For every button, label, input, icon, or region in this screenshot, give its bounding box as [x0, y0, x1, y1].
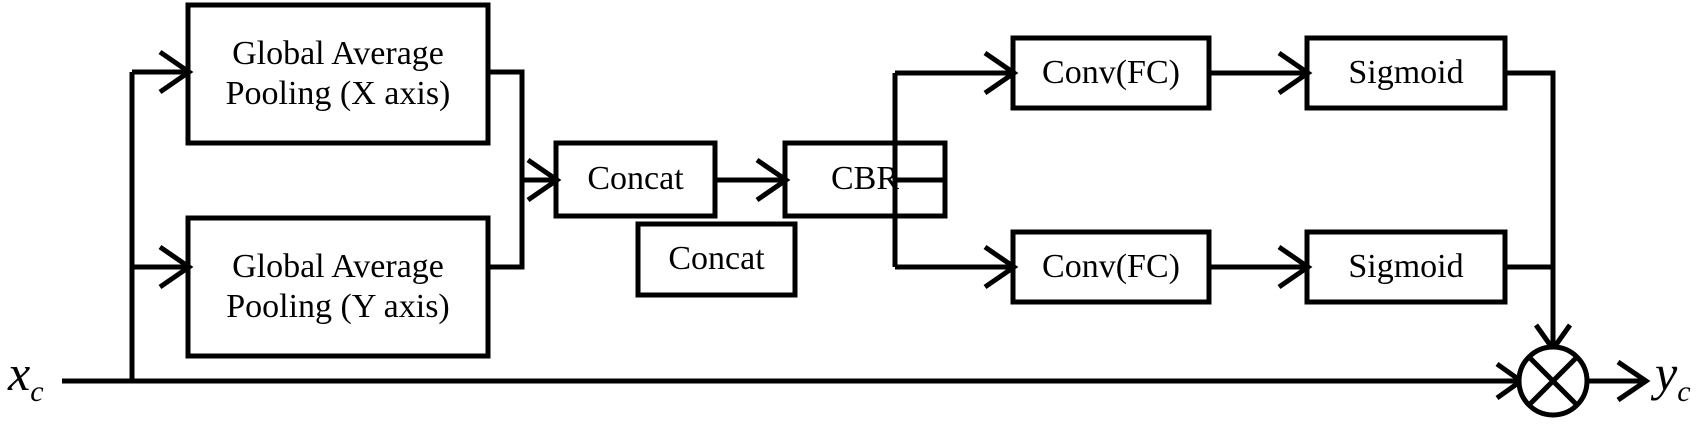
block-gap-x-outline: [185, 2, 491, 146]
output-label-yc: yc: [1655, 348, 1691, 407]
block-sigmoid-bottom-outline: [1304, 229, 1508, 305]
block-concat-main-outline: [553, 140, 718, 219]
arrowhead-concat-to-cbr: [755, 157, 791, 203]
block-sigmoid-top-outline: [1304, 35, 1508, 111]
arrowhead-input-to-gap-x: [158, 49, 194, 95]
input-symbol: x: [8, 345, 31, 401]
arrowhead-cbr-to-conv-bottom: [983, 244, 1019, 290]
arrowhead-merge-to-concat: [526, 157, 562, 203]
multiply-operator-cross-icon: [1527, 355, 1579, 407]
input-label-xc: xc: [8, 348, 44, 407]
wire-gap-merge: [486, 69, 525, 270]
arrowhead-input-to-gap-y: [158, 244, 194, 290]
wire-sigmoid-top-to-multiply: [1505, 70, 1556, 347]
input-subscript: c: [30, 375, 44, 408]
arrowhead-conv-bottom-to-sigmoid-bottom: [1277, 244, 1313, 290]
arrowhead-cbr-to-conv-top: [983, 50, 1019, 96]
output-symbol: y: [1655, 345, 1678, 401]
block-conv-fc-top-outline: [1010, 35, 1212, 111]
block-gap-y-outline: [185, 215, 491, 359]
arrowhead-conv-top-to-sigmoid-top: [1277, 50, 1313, 96]
block-concat-extra-outline: [635, 221, 798, 298]
arrowhead-multiply-to-output: [1616, 359, 1651, 403]
block-conv-fc-bottom-outline: [1010, 229, 1212, 305]
output-subscript: c: [1677, 375, 1691, 408]
